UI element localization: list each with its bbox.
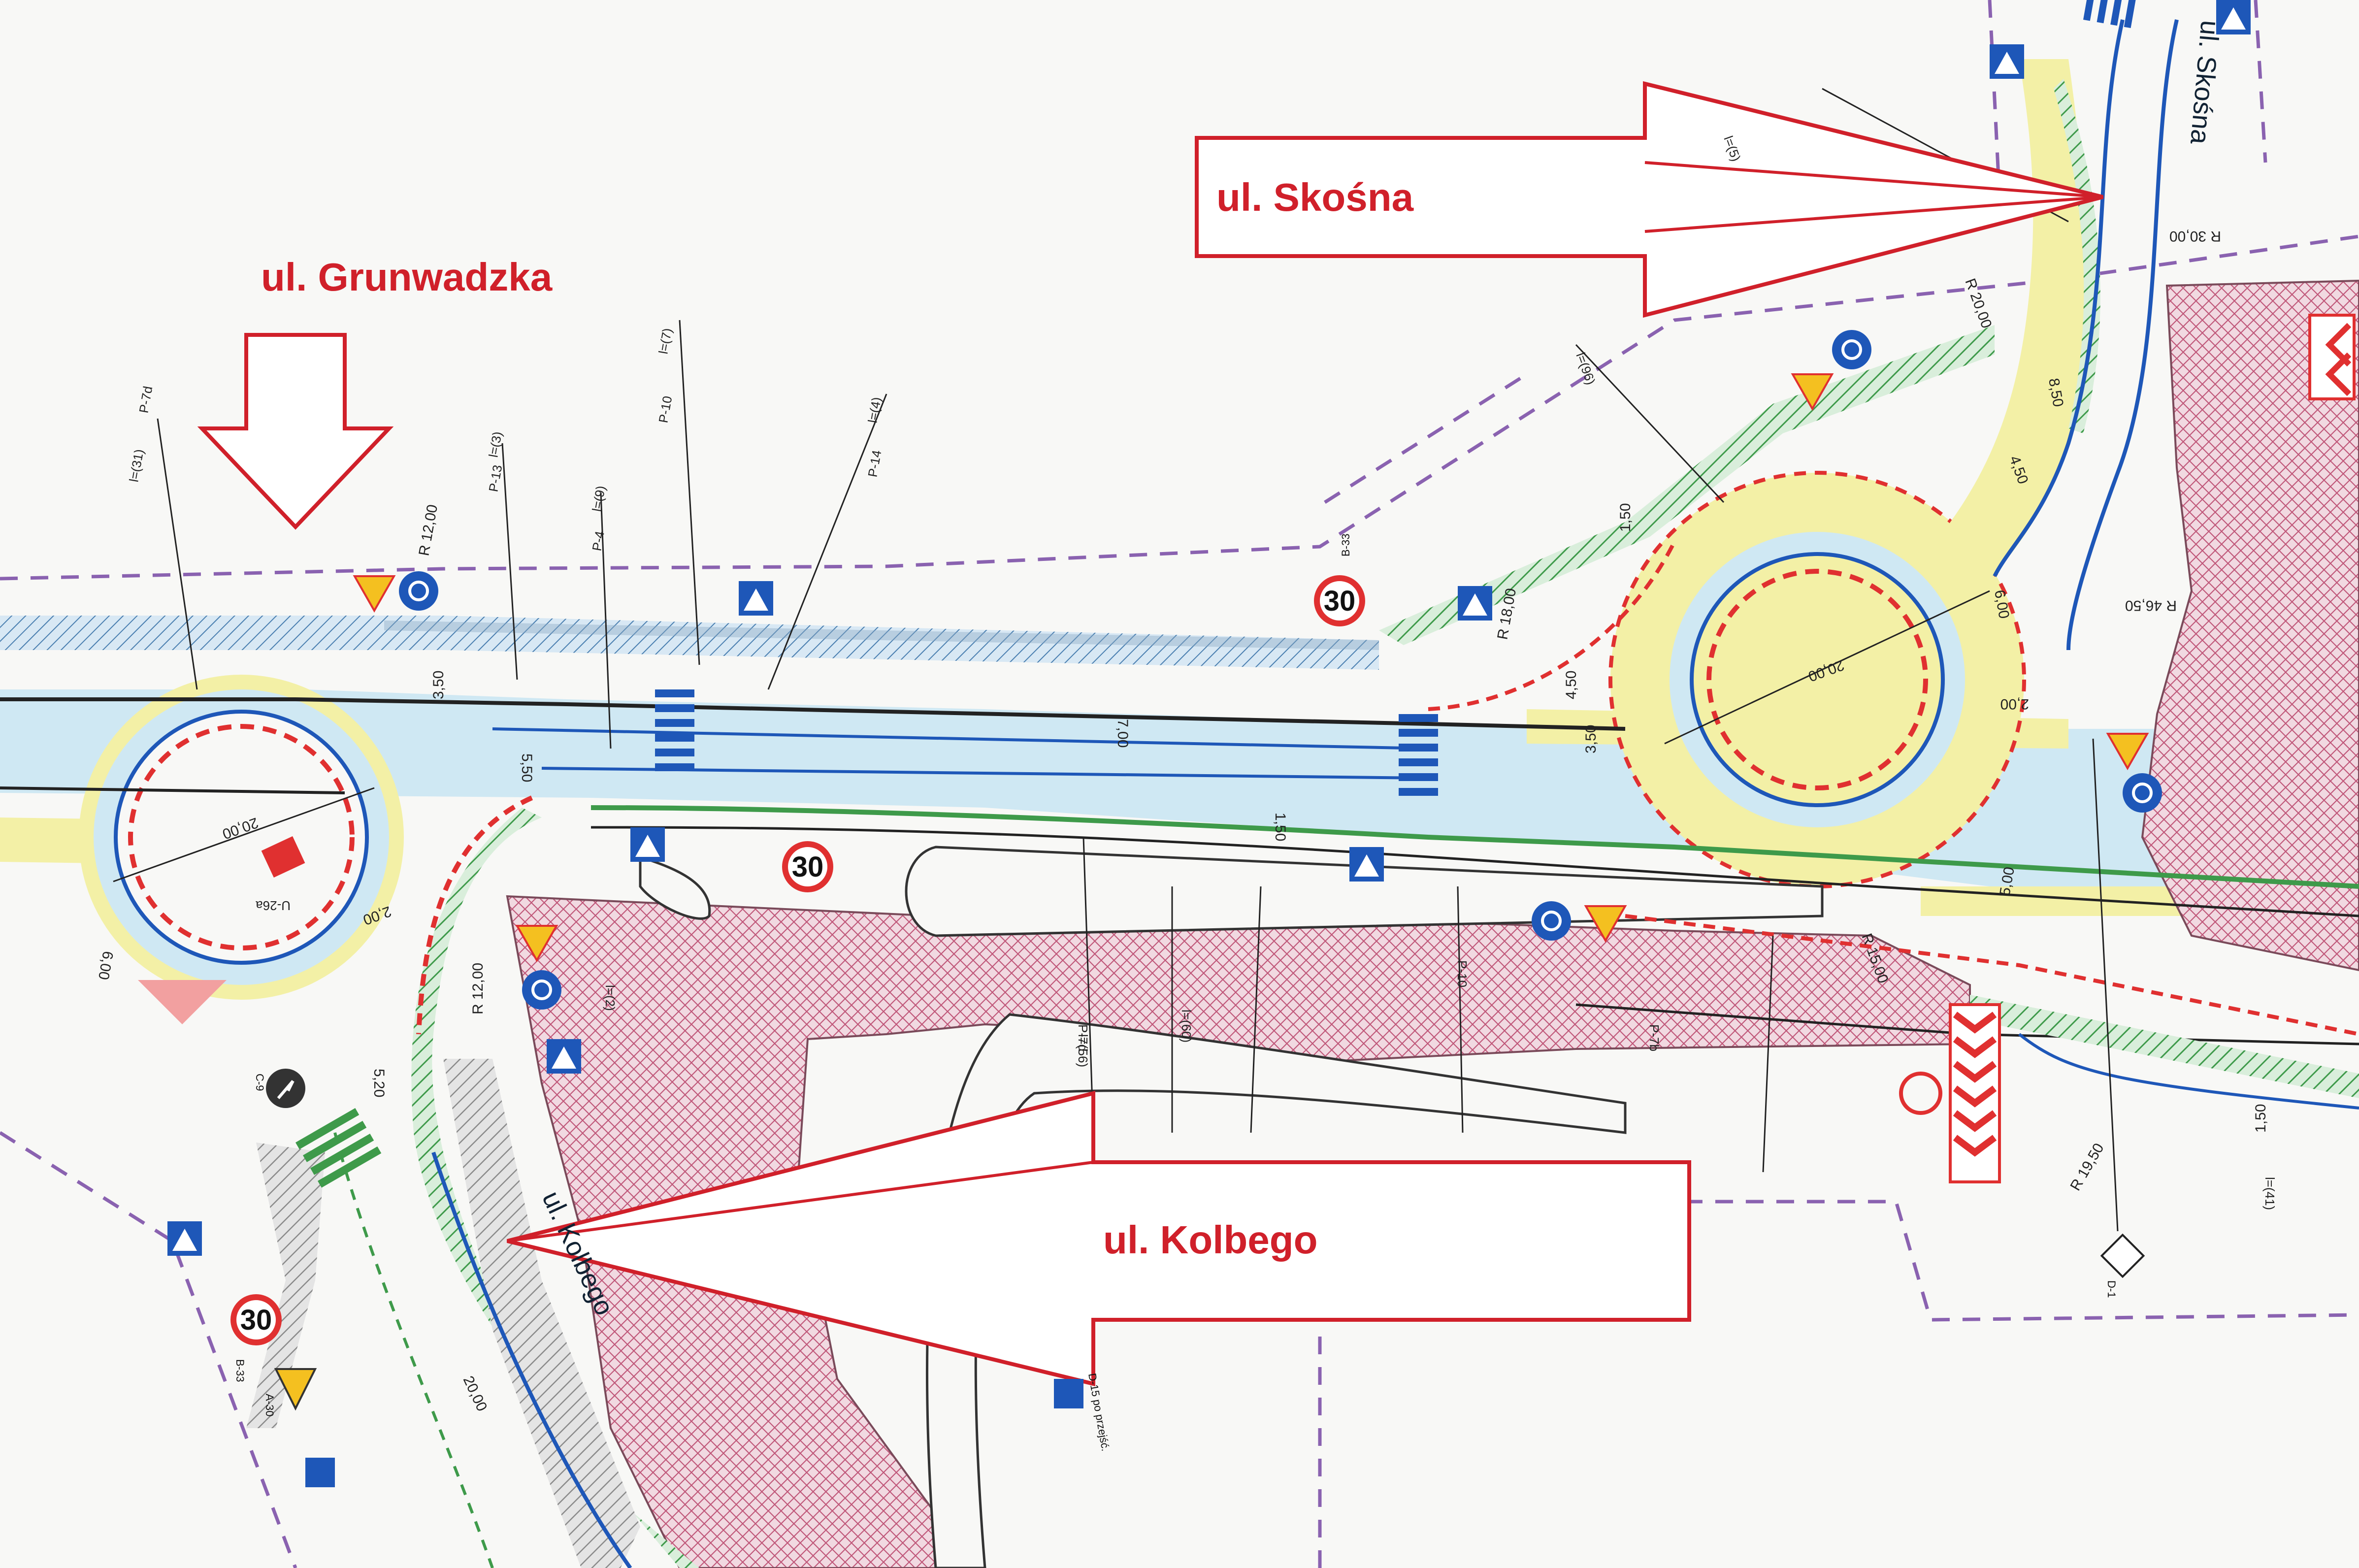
dim-150-c: 1,50 — [2253, 1104, 2269, 1133]
small-white-island — [639, 855, 711, 920]
chevron-sign-ne — [2308, 314, 2356, 400]
crossing-sign-8 — [2216, 0, 2251, 34]
north-footpath — [0, 616, 1379, 670]
roundabout-sign-5 — [522, 970, 561, 1010]
crossing-north-skosna — [2083, 0, 2139, 29]
ref-p4: P-4 — [589, 530, 607, 552]
svg-text:30: 30 — [1324, 585, 1356, 617]
dim-150-b: 1,50 — [1617, 503, 1634, 532]
skosna-label: ul. Skośna — [1216, 175, 1414, 219]
yield-sign-3 — [1584, 905, 1627, 943]
right-roundabout — [1608, 471, 2026, 888]
b33-sign-label-2: B-33 — [1340, 534, 1352, 556]
dim-7: 7,00 — [1114, 719, 1131, 748]
svg-text:30: 30 — [792, 851, 824, 883]
d1-sign-label: D-1 — [2105, 1280, 2118, 1298]
dim-520: 5,20 — [371, 1069, 387, 1097]
roundabout-sign-2 — [1832, 330, 1871, 369]
skosna-road-edge — [1993, 19, 2125, 577]
ref-l2: l=(2) — [603, 985, 618, 1011]
skosna-arrow — [1195, 81, 2103, 318]
pavement-arrow — [138, 980, 227, 1024]
grunwaldzka-arrow — [197, 333, 394, 530]
dim-r12b: R 12,00 — [470, 963, 486, 1014]
a30-sign — [274, 1368, 317, 1411]
dim-350-a: 3,50 — [430, 671, 447, 699]
speed-limit-sign-3: 30 — [230, 1294, 282, 1345]
crossing-sign-2 — [1458, 586, 1492, 621]
a30-sign-label: A-30 — [263, 1394, 276, 1416]
crossing-sign-1 — [739, 581, 773, 616]
kolbego-road-edge — [431, 1151, 632, 1568]
dim-r30: R 30,00 — [2169, 228, 2221, 244]
c9-sign — [266, 1069, 305, 1108]
grunwaldzka-label: ul. Grunwadzka — [261, 255, 553, 299]
left-roundabout — [79, 675, 404, 1000]
ref-l56: l=(56) — [1076, 1034, 1090, 1067]
yield-sign-5 — [2106, 733, 2149, 771]
crossing-sign-7 — [1990, 44, 2024, 79]
north-footpath-edge — [384, 621, 1379, 650]
ref-l60: l=(60) — [1179, 1010, 1194, 1043]
crossing-sign-4 — [1349, 847, 1384, 882]
skosna-road-edge-2 — [2066, 19, 2179, 651]
ref-p7b: P-7b — [1647, 1024, 1662, 1051]
kolbego-label: ul. Kolbego — [1103, 1218, 1318, 1262]
roundabout-sign-1 — [399, 571, 438, 611]
ref-p7d-2: P-7d — [1076, 1024, 1090, 1051]
speed-limit-sign-2: 30 — [782, 841, 833, 892]
traffic-light-circle — [1899, 1072, 1942, 1115]
crossing-sign-5 — [547, 1039, 581, 1074]
svg-text:30: 30 — [240, 1304, 272, 1336]
d15-sign — [1054, 1379, 1083, 1408]
east-paved-area — [2141, 279, 2359, 972]
roundabout-sign-3 — [1532, 901, 1571, 941]
dim-350-b: 3,50 — [1583, 725, 1599, 753]
yield-sign-2 — [1791, 373, 1834, 411]
dim-r46: R 46,50 — [2125, 597, 2177, 614]
speed-limit-sign-1: 30 — [1314, 575, 1365, 626]
roundabout-sign-4 — [2123, 773, 2162, 813]
ref-u26: U-26a — [256, 898, 291, 913]
dim-450-a: 4,50 — [1563, 671, 1579, 699]
yield-sign-1 — [353, 575, 396, 613]
dim-150-a: 1,50 — [1272, 813, 1288, 841]
dim-2-right: 2,00 — [2000, 696, 2029, 712]
d1-sign — [2100, 1233, 2145, 1278]
east-green-verge — [1970, 995, 2359, 1098]
west-footpath — [246, 1143, 325, 1428]
c9-sign-label: C-9 — [254, 1074, 266, 1091]
dim-550: 5,50 — [519, 753, 535, 782]
d15-sign-west — [305, 1458, 335, 1487]
ref-l41: l=(41) — [2262, 1177, 2277, 1210]
kolbego-footpath — [443, 1059, 640, 1568]
ref-p10-2: P-10 — [1455, 960, 1470, 987]
yield-sign-4 — [515, 925, 558, 963]
crossing-kolbego — [295, 1108, 382, 1188]
kolbego-centre-line — [333, 1132, 494, 1568]
crossing-sign-3 — [630, 827, 665, 862]
chevron-barrier — [1949, 1003, 2001, 1183]
kolbego-arrow — [507, 1090, 1691, 1387]
north-green-verge — [1379, 325, 1995, 645]
crossing-sign-6 — [167, 1221, 202, 1256]
b33-sign-label: B-33 — [234, 1359, 246, 1382]
